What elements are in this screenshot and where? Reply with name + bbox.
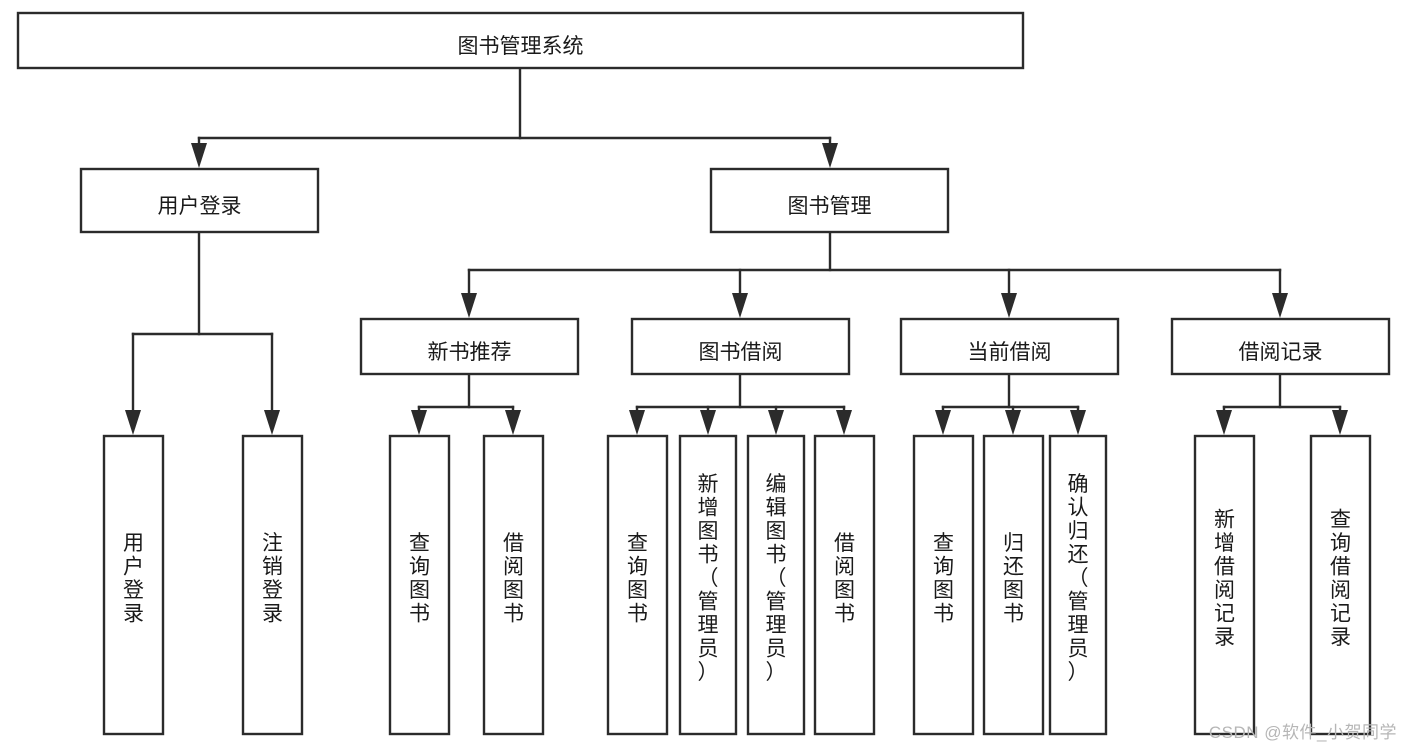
node-box-borrow-records[interactable] [1170,317,1391,376]
node-box-leaf-add-borrow-record[interactable] [1193,434,1256,736]
node-layer: 图书管理系统用户登录图书管理新书推荐图书借阅当前借阅借阅记录用户登录注销登录查询… [16,11,1391,736]
node-leaf-add-book[interactable]: 新增图书（管理员） [678,434,738,736]
node-leaf-confirm-return[interactable]: 确认归还（管理员） [1048,434,1108,736]
node-leaf-return-book[interactable]: 归还图书 [982,434,1045,736]
node-box-leaf-borrow-book[interactable] [813,434,876,736]
node-label-leaf-logout: 注销登录 [262,532,283,626]
node-label-leaf-borrow-book: 借阅图书 [834,532,855,626]
node-box-leaf-add-book[interactable] [678,434,738,736]
node-box-leaf-user-login[interactable] [102,434,165,736]
node-label-book-borrow: 图书借阅 [699,341,783,364]
node-box-user-login[interactable] [79,167,320,234]
node-label-leaf-add-borrow-record: 新增借阅记录 [1214,508,1235,649]
node-box-current-borrow[interactable] [899,317,1120,376]
node-book-borrow[interactable]: 图书借阅 [630,317,851,376]
node-label-leaf-query-borrow-record: 查询借阅记录 [1330,508,1351,649]
node-box-leaf-borrow-book-new[interactable] [482,434,545,736]
node-leaf-edit-book[interactable]: 编辑图书（管理员） [746,434,806,736]
node-leaf-query-book-borrow[interactable]: 查询图书 [606,434,669,736]
node-box-root[interactable] [16,11,1025,70]
node-box-leaf-edit-book[interactable] [746,434,806,736]
node-label-leaf-user-login: 用户登录 [123,532,144,626]
node-label-leaf-query-book-new: 查询图书 [409,532,430,626]
connector-book-management-to-level2 [461,230,1288,318]
node-leaf-query-book-new[interactable]: 查询图书 [388,434,451,736]
node-label-user-login: 用户登录 [158,195,242,218]
node-book-management[interactable]: 图书管理 [709,167,950,234]
connector-user-login-to-leaves [125,230,280,435]
node-box-book-management[interactable] [709,167,950,234]
connector-book-borrow-to-leaves [629,372,852,435]
node-label-new-book-recommend: 新书推荐 [428,341,512,364]
node-leaf-logout[interactable]: 注销登录 [241,434,304,736]
node-leaf-add-borrow-record[interactable]: 新增借阅记录 [1193,434,1256,736]
node-root[interactable]: 图书管理系统 [16,11,1025,70]
connector-layer [125,66,1348,435]
node-label-leaf-query-book-borrow: 查询图书 [627,532,648,626]
node-label-leaf-borrow-book-new: 借阅图书 [503,532,524,626]
node-label-leaf-query-book-current: 查询图书 [933,532,954,626]
node-label-leaf-return-book: 归还图书 [1003,532,1024,626]
node-label-borrow-records: 借阅记录 [1239,341,1323,364]
node-label-root: 图书管理系统 [458,35,584,58]
node-box-new-book-recommend[interactable] [359,317,580,376]
node-box-leaf-return-book[interactable] [982,434,1045,736]
node-label-book-management: 图书管理 [788,195,872,218]
node-leaf-user-login[interactable]: 用户登录 [102,434,165,736]
node-user-login[interactable]: 用户登录 [79,167,320,234]
node-box-leaf-query-borrow-record[interactable] [1309,434,1372,736]
connector-current-borrow-to-leaves [935,372,1086,435]
node-leaf-borrow-book[interactable]: 借阅图书 [813,434,876,736]
node-leaf-borrow-book-new[interactable]: 借阅图书 [482,434,545,736]
node-box-leaf-query-book-new[interactable] [388,434,451,736]
connector-new-book-to-leaves [411,372,521,435]
node-box-leaf-confirm-return[interactable] [1048,434,1108,736]
node-borrow-records[interactable]: 借阅记录 [1170,317,1391,376]
connector-root-to-level1 [191,66,838,168]
node-label-leaf-edit-book: 编辑图书（管理员） [766,473,787,684]
node-new-book-recommend[interactable]: 新书推荐 [359,317,580,376]
connector-borrow-records-to-leaves [1216,372,1348,435]
node-box-book-borrow[interactable] [630,317,851,376]
node-current-borrow[interactable]: 当前借阅 [899,317,1120,376]
node-box-leaf-query-book-borrow[interactable] [606,434,669,736]
node-leaf-query-book-current[interactable]: 查询图书 [912,434,975,736]
node-label-leaf-confirm-return: 确认归还（管理员） [1068,473,1089,684]
node-label-current-borrow: 当前借阅 [968,341,1052,364]
watermark-label: CSDN @软件_小贺同学 [1208,723,1397,742]
node-leaf-query-borrow-record[interactable]: 查询借阅记录 [1309,434,1372,736]
node-box-leaf-query-book-current[interactable] [912,434,975,736]
node-box-leaf-logout[interactable] [241,434,304,736]
node-label-leaf-add-book: 新增图书（管理员） [698,473,719,684]
